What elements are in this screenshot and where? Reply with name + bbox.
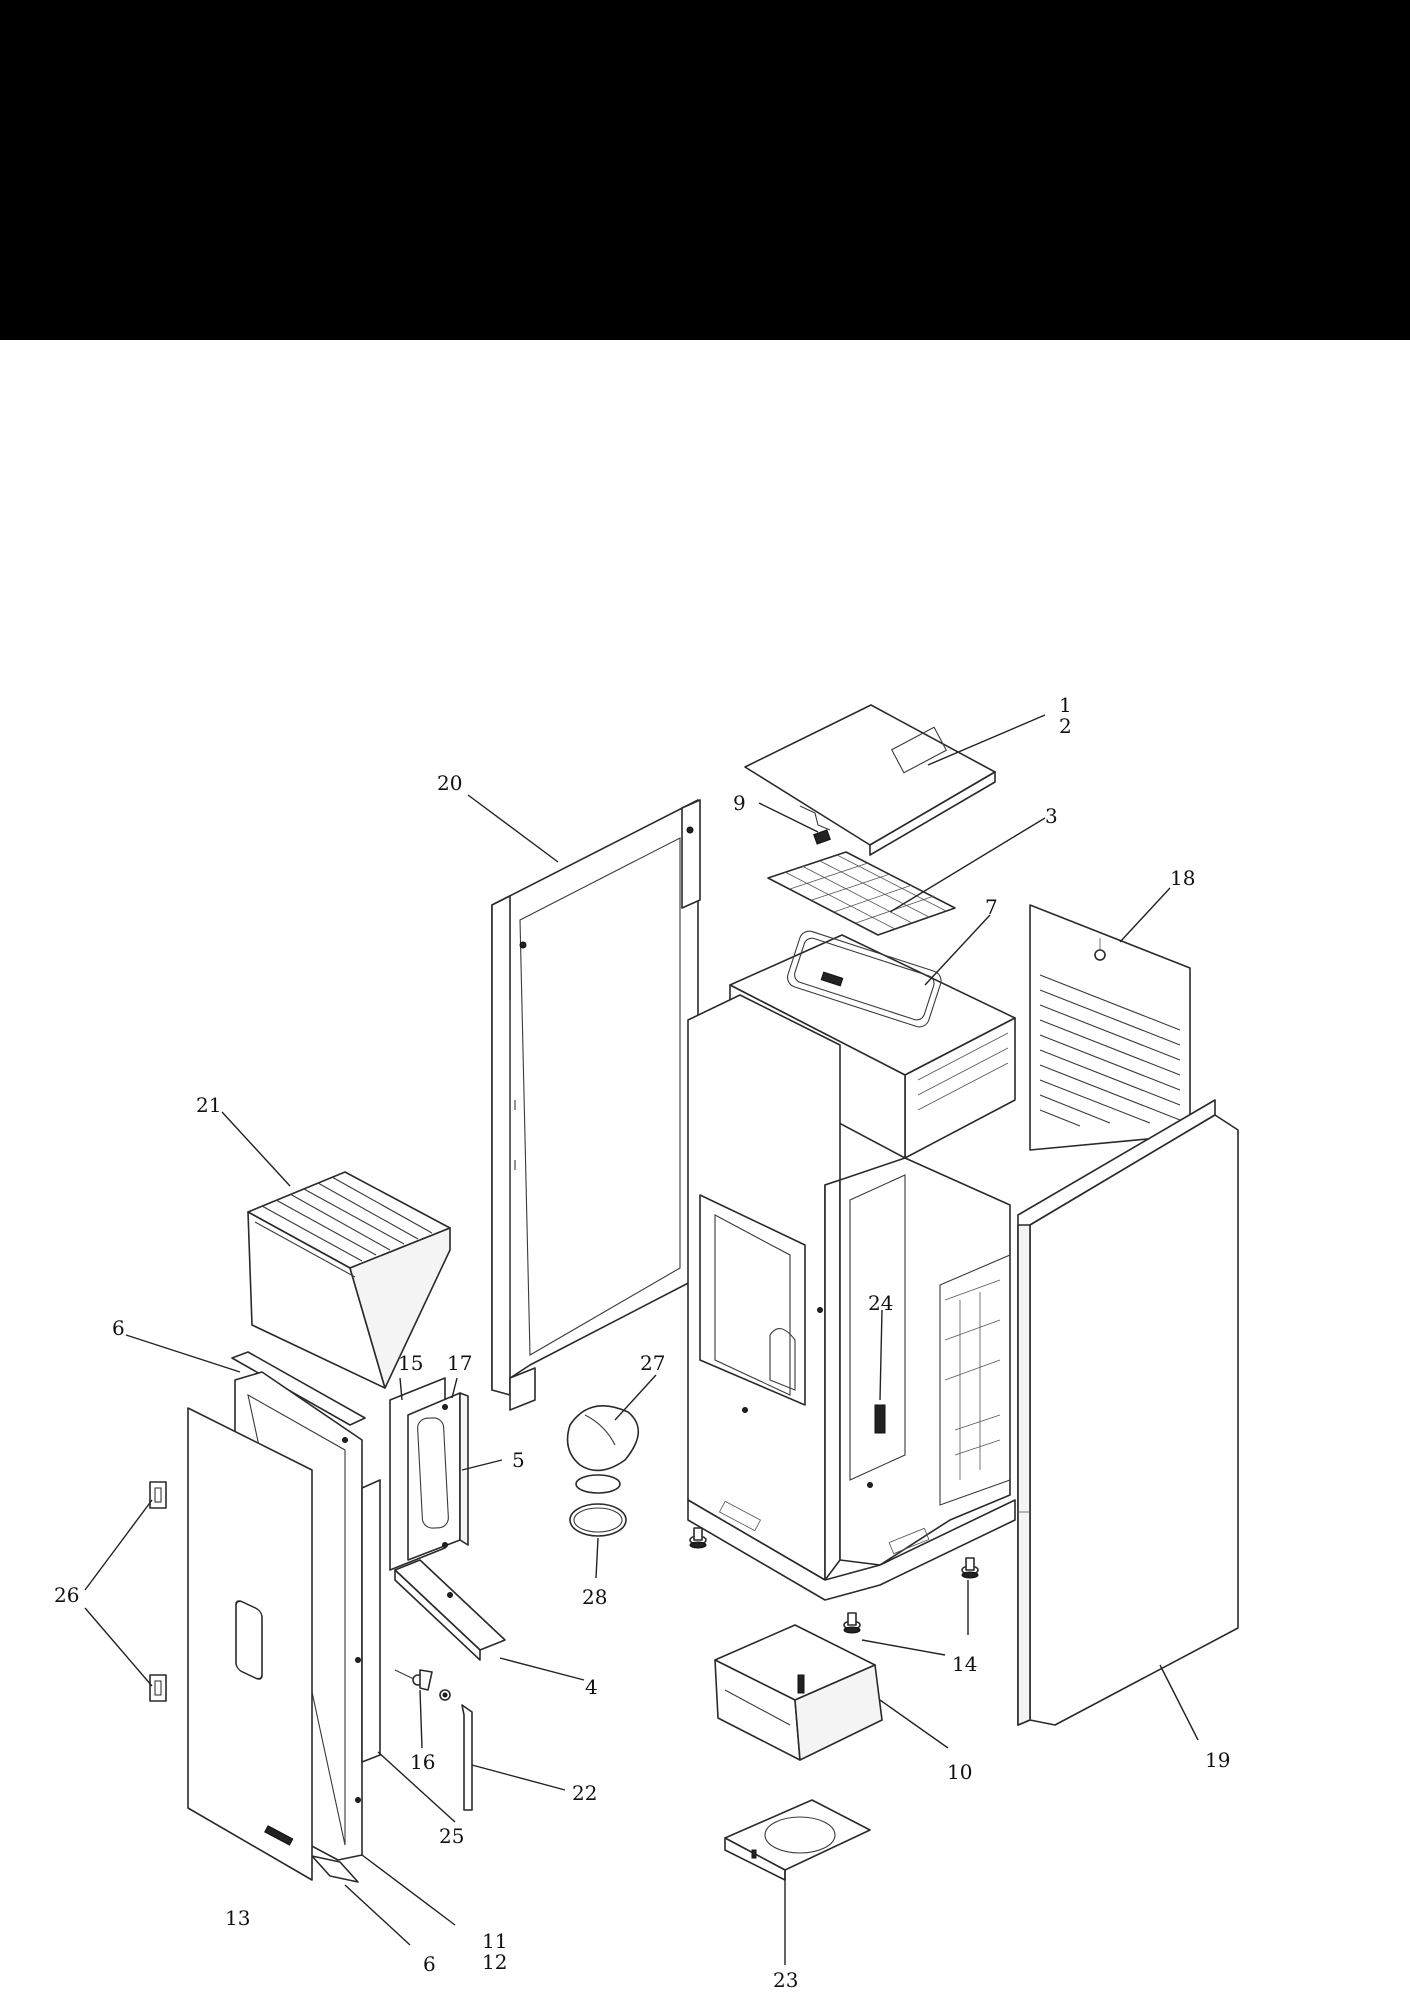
grille-cover-box-part xyxy=(247,1171,451,1389)
callout-20: 20 xyxy=(437,771,462,795)
callout-28: 28 xyxy=(582,1585,607,1609)
right-side-panel-part xyxy=(1017,1099,1239,1726)
callout-24: 24 xyxy=(868,1291,893,1315)
burner-ring-part xyxy=(569,1503,627,1537)
burner-pot-part xyxy=(566,1405,640,1494)
callout-16: 16 xyxy=(410,1750,435,1774)
callout-12: 12 xyxy=(482,1950,507,1974)
latch-hardware-part xyxy=(394,1669,451,1701)
callout-labels: 1 2 3 4 5 6 6 7 9 10 11 12 13 14 15 17 1… xyxy=(54,693,1230,1992)
callout-6-lower: 6 xyxy=(423,1952,436,1976)
ash-tray-part xyxy=(724,1799,871,1881)
hinge-part xyxy=(813,829,831,845)
callout-11: 11 xyxy=(482,1929,507,1953)
callout-3: 3 xyxy=(1045,804,1058,828)
callout-21: 21 xyxy=(196,1093,221,1117)
callout-5: 5 xyxy=(512,1448,525,1472)
door-hinges-part xyxy=(149,1481,167,1702)
ash-drawer-part xyxy=(714,1624,883,1761)
callout-26: 26 xyxy=(54,1583,79,1607)
adjustable-feet-part xyxy=(689,1527,979,1634)
stove-main-body-part xyxy=(687,930,1016,1601)
upper-trim-strip-part xyxy=(231,1351,366,1426)
callout-14: 14 xyxy=(952,1652,977,1676)
handle-plate-part xyxy=(389,1377,469,1571)
rear-grille-panel-part xyxy=(1029,904,1191,1151)
ash-shelf-part xyxy=(394,1559,506,1661)
grille-filter-part xyxy=(767,851,956,936)
callout-9: 9 xyxy=(733,791,746,815)
callout-6-upper: 6 xyxy=(112,1316,125,1340)
callout-22: 22 xyxy=(572,1781,597,1805)
callout-23: 23 xyxy=(773,1968,798,1992)
lower-trim-strip-part xyxy=(311,1855,359,1883)
callout-27: 27 xyxy=(640,1351,665,1375)
left-side-panel-part xyxy=(491,799,701,1411)
callout-18: 18 xyxy=(1170,866,1195,890)
callout-25: 25 xyxy=(439,1824,464,1848)
callout-17: 17 xyxy=(447,1351,472,1375)
leader-lines xyxy=(84,714,1199,1965)
callout-19: 19 xyxy=(1205,1748,1230,1772)
callout-13: 13 xyxy=(225,1906,250,1930)
callout-15: 15 xyxy=(398,1351,423,1375)
rod-part xyxy=(461,1704,473,1811)
callout-4: 4 xyxy=(585,1675,598,1699)
callout-1: 1 xyxy=(1059,693,1072,717)
callout-10: 10 xyxy=(947,1760,972,1784)
top-cover-part xyxy=(744,704,996,856)
callout-2: 2 xyxy=(1059,714,1072,738)
front-door-panel-part xyxy=(187,1407,313,1881)
callout-7: 7 xyxy=(985,895,998,919)
door-seal-part xyxy=(361,1479,381,1763)
black-header-band xyxy=(0,0,1410,340)
